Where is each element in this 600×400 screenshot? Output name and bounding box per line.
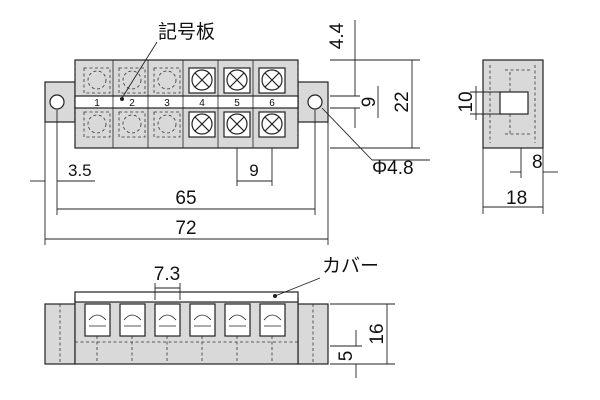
- dim-pitch: 9: [249, 161, 258, 180]
- right-mount-hole: [307, 94, 323, 110]
- marker-plate-label: 記号板: [158, 21, 215, 43]
- terminal-number-2: 2: [129, 98, 135, 109]
- terminal-number-6: 6: [269, 98, 275, 109]
- dim-front-pitch: 7.3: [154, 264, 180, 285]
- front-view: 7.3 カバー 16 5: [44, 256, 395, 378]
- marker-plate: [74, 95, 299, 109]
- side-center-slot: [499, 91, 529, 115]
- dim-depth: 18: [506, 188, 527, 209]
- front-terminals: [84, 303, 286, 364]
- cover-label: カバー: [322, 256, 379, 277]
- dim-width: 22: [392, 91, 413, 112]
- dim-hole-dia: Φ4.8: [372, 158, 414, 179]
- left-mount-hole: [49, 94, 65, 110]
- side-view: 10 8 18: [456, 59, 558, 214]
- top-view: 1 2 3 4 5 6 記号板 4.4 9 22 Φ4.8: [30, 20, 430, 245]
- dim-base-height: 5: [336, 351, 357, 362]
- dim-top-offset: 4.4: [327, 22, 348, 49]
- dim-side-inner: 10: [456, 91, 477, 112]
- dim-hole-pitch: 65: [175, 188, 196, 209]
- terminal-number-4: 4: [199, 98, 205, 109]
- terminal-number-3: 3: [164, 98, 170, 109]
- terminal-number-1: 1: [94, 98, 100, 109]
- visible-screws: [188, 67, 286, 138]
- dim-edge: 3.5: [68, 161, 92, 180]
- dim-height: 16: [367, 323, 388, 344]
- hidden-screws: [83, 67, 181, 138]
- dim-side-tab: 8: [532, 152, 543, 173]
- dim-mount-width: 9: [359, 97, 380, 108]
- terminal-number-5: 5: [234, 98, 240, 109]
- side-body: [482, 59, 544, 149]
- cover-leader: [274, 277, 321, 297]
- front-cover: [74, 291, 299, 303]
- dim-length: 72: [175, 218, 196, 239]
- marker-plate-leader: [121, 41, 158, 99]
